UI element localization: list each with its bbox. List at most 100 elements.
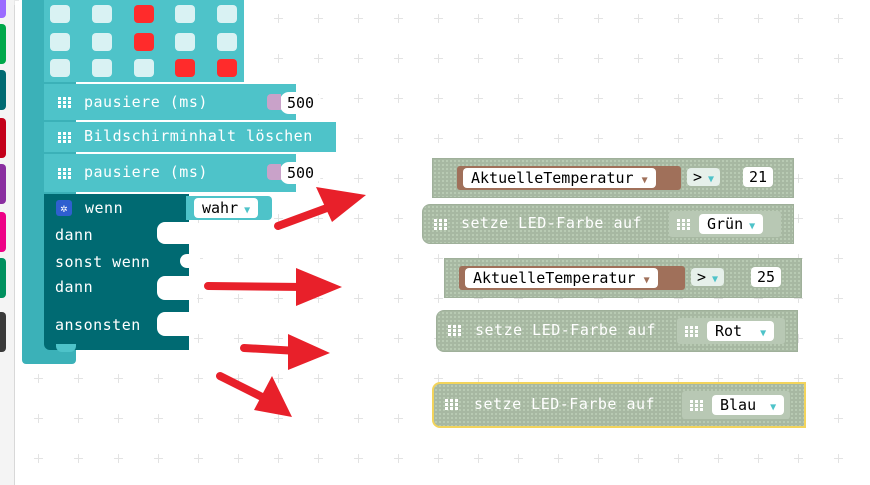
- clear-screen-block[interactable]: Bildschirminhalt löschen: [44, 122, 336, 152]
- else-if-label: sonst wenn: [55, 253, 151, 271]
- set-led-color-block-2[interactable]: setze LED-Farbe auf Rot▼: [436, 310, 798, 352]
- toolbox-category-tab[interactable]: [0, 118, 6, 158]
- led-cell[interactable]: [92, 5, 112, 23]
- led-cell[interactable]: [175, 59, 195, 77]
- grid-marker: [394, 374, 403, 383]
- pause-label: pausiere (ms): [84, 163, 208, 181]
- toolbox-category-tab[interactable]: [0, 24, 6, 64]
- grid-marker: [834, 454, 843, 463]
- led-cell[interactable]: [134, 5, 154, 23]
- grid-marker: [434, 94, 443, 103]
- variable-block[interactable]: AktuelleTemperatur▼: [457, 166, 681, 190]
- toolbox-category-tab[interactable]: [0, 312, 6, 352]
- led-cell[interactable]: [175, 5, 195, 23]
- grid-marker: [154, 374, 163, 383]
- set-led-label: setze LED-Farbe auf: [461, 214, 643, 232]
- show-leds-block[interactable]: [44, 0, 244, 82]
- then-slot-2[interactable]: [157, 276, 197, 300]
- pause-value-input[interactable]: 500: [280, 92, 322, 114]
- grid-marker: [514, 454, 523, 463]
- color-value: Grün: [707, 215, 744, 233]
- grid-marker: [274, 254, 283, 263]
- grid-marker: [794, 214, 803, 223]
- variable-dropdown[interactable]: AktuelleTemperatur▼: [463, 168, 656, 188]
- grid-marker: [434, 254, 443, 263]
- grid-marker: [554, 54, 563, 63]
- grid-marker: [234, 254, 243, 263]
- color-dropdown[interactable]: Grün▼: [699, 214, 764, 234]
- operator-value: >: [697, 268, 707, 286]
- grid-marker: [394, 54, 403, 63]
- compare-value-input[interactable]: 21: [743, 167, 774, 187]
- grid-marker: [234, 374, 243, 383]
- value-socket: [267, 94, 281, 110]
- color-block[interactable]: Rot▼: [677, 318, 785, 344]
- grid-marker: [794, 334, 803, 343]
- grid-marker: [594, 374, 603, 383]
- grid-marker: [754, 454, 763, 463]
- compare-block-1[interactable]: AktuelleTemperatur▼ >▼ 21: [432, 158, 794, 198]
- compare-block-2[interactable]: AktuelleTemperatur▼ >▼ 25: [444, 258, 802, 298]
- condition-dropdown[interactable]: wahr▼: [194, 198, 259, 218]
- grid-marker: [514, 134, 523, 143]
- led-cell[interactable]: [217, 59, 237, 77]
- led-cell[interactable]: [217, 5, 237, 23]
- color-block[interactable]: Grün▼: [669, 211, 781, 237]
- pause-value-input[interactable]: 500: [280, 162, 322, 184]
- else-if-slot[interactable]: [180, 254, 200, 268]
- grid-marker: [314, 254, 323, 263]
- grid-marker: [514, 54, 523, 63]
- condition-block[interactable]: wahr▼: [186, 196, 272, 220]
- basic-grid-icon: [445, 399, 458, 410]
- led-cell[interactable]: [50, 59, 70, 77]
- led-cell[interactable]: [50, 5, 70, 23]
- led-cell[interactable]: [217, 33, 237, 51]
- grid-marker: [394, 94, 403, 103]
- led-cell[interactable]: [50, 33, 70, 51]
- toolbox-category-tab[interactable]: [0, 0, 6, 18]
- led-cell[interactable]: [134, 33, 154, 51]
- set-led-color-block-3[interactable]: setze LED-Farbe auf Blau▼: [432, 382, 806, 428]
- grid-marker: [674, 94, 683, 103]
- led-cell[interactable]: [175, 33, 195, 51]
- compare-value-input[interactable]: 25: [751, 267, 782, 287]
- led-matrix[interactable]: [44, 0, 244, 82]
- color-dropdown[interactable]: Rot▼: [707, 321, 775, 341]
- grid-marker: [554, 374, 563, 383]
- toolbox-category-tab[interactable]: [0, 212, 6, 252]
- grid-marker: [634, 14, 643, 23]
- grid-marker: [394, 174, 403, 183]
- operator-dropdown[interactable]: >▼: [687, 168, 721, 186]
- settings-gear-icon[interactable]: ✲: [56, 200, 72, 216]
- pause-block-1[interactable]: pausiere (ms) 500: [44, 84, 322, 120]
- grid-marker: [394, 14, 403, 23]
- toolbox-category-tab[interactable]: [0, 164, 6, 204]
- variable-dropdown[interactable]: AktuelleTemperatur▼: [465, 268, 658, 288]
- variable-block[interactable]: AktuelleTemperatur▼: [459, 266, 685, 290]
- set-led-color-block-1[interactable]: setze LED-Farbe auf Grün▼: [422, 204, 794, 244]
- color-dropdown[interactable]: Blau▼: [712, 395, 785, 415]
- basic-grid-icon: [685, 326, 698, 337]
- grid-marker: [394, 334, 403, 343]
- then-slot-1[interactable]: [157, 222, 197, 244]
- led-cell[interactable]: [92, 33, 112, 51]
- color-block[interactable]: Blau▼: [682, 391, 790, 419]
- grid-marker: [834, 174, 843, 183]
- led-cell[interactable]: [134, 59, 154, 77]
- led-cell[interactable]: [92, 59, 112, 77]
- set-led-label: setze LED-Farbe auf: [474, 395, 656, 413]
- grid-marker: [594, 14, 603, 23]
- grid-marker: [474, 134, 483, 143]
- grid-marker: [834, 214, 843, 223]
- toolbox-category-tab[interactable]: [0, 258, 6, 298]
- if-label: wenn: [85, 199, 124, 217]
- if-else-block[interactable]: ✲ wenn dann sonst wenn dann ansonsten: [44, 194, 200, 352]
- operator-dropdown[interactable]: >▼: [691, 268, 725, 286]
- toolbox-category-tab[interactable]: [0, 70, 6, 110]
- grid-marker: [314, 414, 323, 423]
- else-slot[interactable]: [157, 312, 197, 336]
- grid-marker: [274, 214, 283, 223]
- pause-block-2[interactable]: pausiere (ms) 500: [44, 154, 322, 192]
- dropdown-caret-icon: ▼: [712, 274, 719, 285]
